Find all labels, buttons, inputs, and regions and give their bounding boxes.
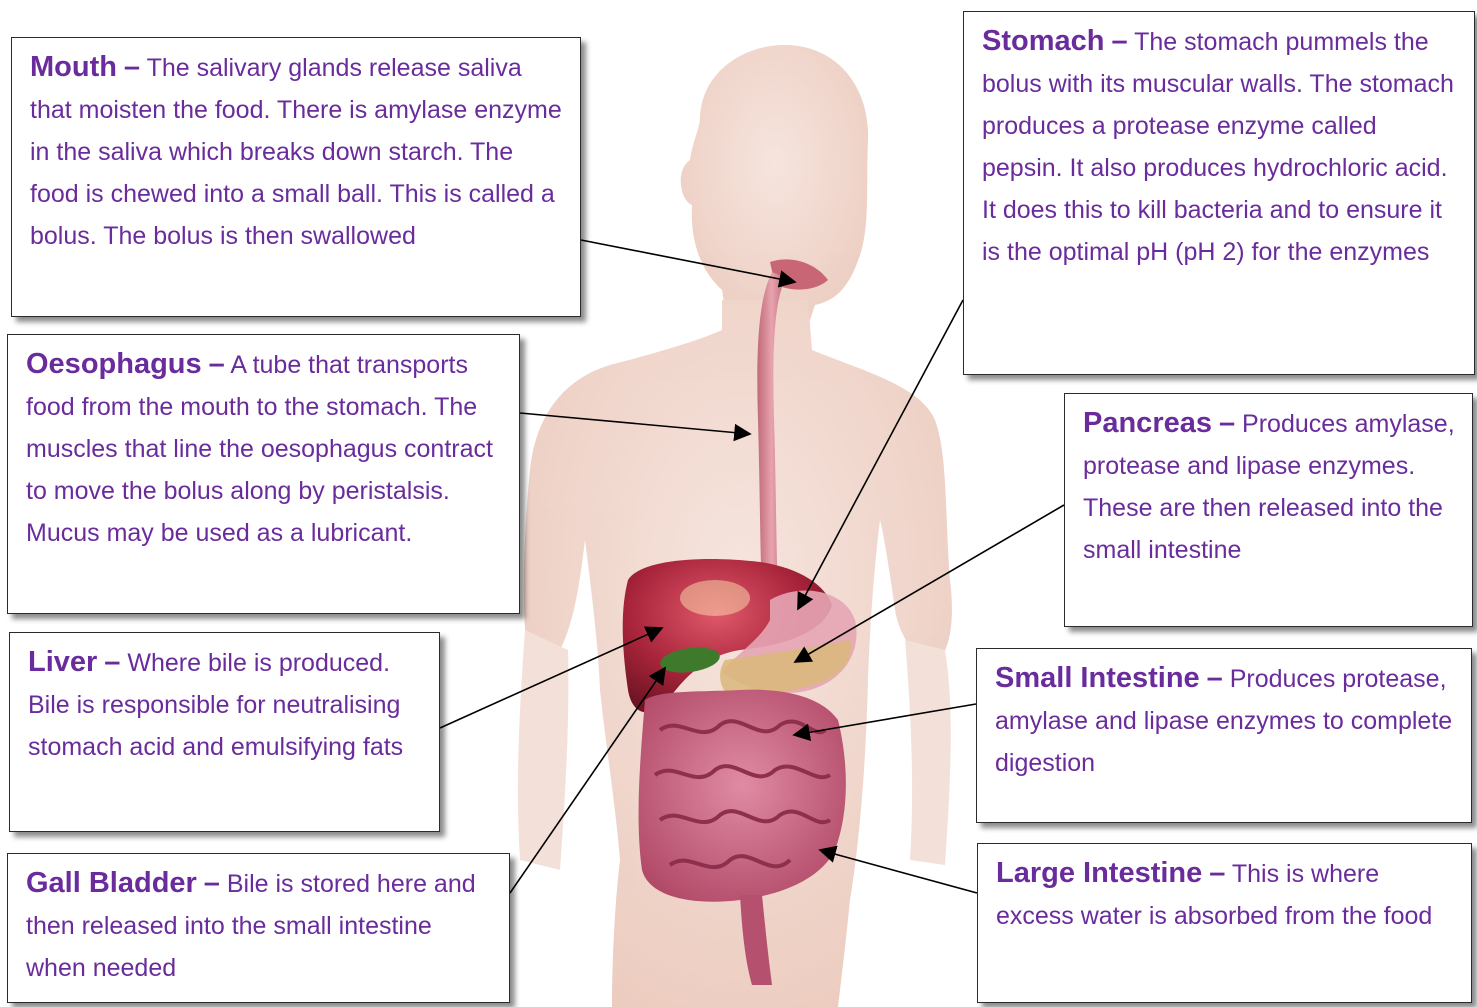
oesophagus-description: A tube that transports food from the mou… bbox=[26, 351, 493, 547]
oesophagus-label-box: Oesophagus – A tube that transports food… bbox=[7, 334, 520, 614]
oesophagus-title: Oesophagus bbox=[26, 348, 202, 380]
liver-highlight bbox=[680, 580, 750, 616]
stomach-title: Stomach bbox=[982, 25, 1104, 57]
mouth-label-box: Mouth – The salivary glands release sali… bbox=[11, 37, 581, 317]
pancreas-dash: – bbox=[1219, 407, 1235, 439]
stomach-label-box: Stomach – The stomach pummels the bolus … bbox=[963, 11, 1475, 375]
liver-dash: – bbox=[104, 646, 120, 678]
large-intestine-dash: – bbox=[1209, 857, 1225, 889]
mouth-description: The salivary glands release saliva that … bbox=[30, 54, 562, 250]
stomach-description: The stomach pummels the bolus with its m… bbox=[982, 28, 1454, 266]
small-intestine-dash: – bbox=[1207, 662, 1223, 694]
liver-title: Liver bbox=[28, 646, 97, 678]
large-intestine-title: Large Intestine bbox=[996, 857, 1202, 889]
stomach-dash: – bbox=[1111, 25, 1127, 57]
pancreas-label-box: Pancreas – Produces amylase, protease an… bbox=[1064, 393, 1473, 627]
small-intestine-title: Small Intestine bbox=[995, 662, 1200, 694]
large-intestine-label-box: Large Intestine – This is where excess w… bbox=[977, 843, 1472, 1003]
mouth-title: Mouth bbox=[30, 51, 117, 83]
oesophagus-dash: – bbox=[209, 348, 225, 380]
gall-bladder-label-box: Gall Bladder – Bile is stored here and t… bbox=[7, 853, 510, 1003]
liver-label-box: Liver – Where bile is produced. Bile is … bbox=[9, 632, 440, 832]
mouth-dash: – bbox=[124, 51, 140, 83]
gall-bladder-title: Gall Bladder bbox=[26, 867, 197, 899]
gall-bladder-dash: – bbox=[204, 867, 220, 899]
small-intestine-label-box: Small Intestine – Produces protease, amy… bbox=[976, 648, 1472, 823]
pancreas-title: Pancreas bbox=[1083, 407, 1212, 439]
